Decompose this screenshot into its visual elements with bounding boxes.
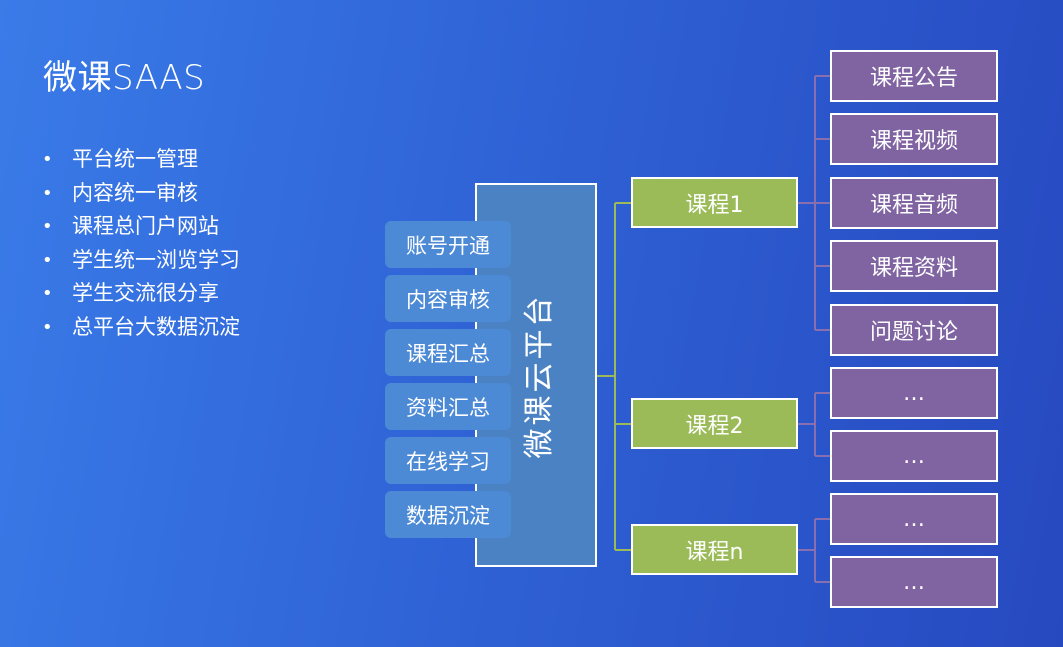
module-box-announcement: 课程公告 (830, 50, 998, 102)
module-box-ellipsis: … (830, 367, 998, 419)
course-box-n: 课程n (631, 524, 798, 575)
feature-box-review: 内容审核 (385, 275, 511, 322)
feature-box-account: 账号开通 (385, 221, 511, 268)
bullet-item: 平台统一管理 (42, 143, 240, 177)
page-title: 微课SAAS (43, 58, 206, 98)
course-box-2: 课程2 (631, 398, 798, 449)
module-box-audio: 课程音频 (830, 177, 998, 229)
module-box-video: 课程视频 (830, 113, 998, 165)
bullet-item: 课程总门户网站 (42, 210, 240, 244)
module-box-ellipsis: … (830, 493, 998, 545)
feature-bullet-list: 平台统一管理 内容统一审核 课程总门户网站 学生统一浏览学习 学生交流很分享 总… (42, 143, 240, 345)
feature-box-online-learning: 在线学习 (385, 437, 511, 484)
bullet-item: 总平台大数据沉淀 (42, 311, 240, 345)
course-connectors (597, 202, 631, 551)
bullet-item: 学生交流很分享 (42, 277, 240, 311)
module-box-discussion: 问题讨论 (830, 304, 998, 356)
course-box-1: 课程1 (631, 177, 798, 228)
feature-box-material-summary: 资料汇总 (385, 383, 511, 430)
feature-box-data: 数据沉淀 (385, 491, 511, 538)
platform-label: 微课云平台 (522, 293, 557, 459)
bullet-item: 学生统一浏览学习 (42, 244, 240, 278)
module-connectors (798, 75, 830, 583)
feature-box-course-summary: 课程汇总 (385, 329, 511, 376)
module-box-materials: 课程资料 (830, 240, 998, 292)
module-box-ellipsis: … (830, 556, 998, 608)
bullet-item: 内容统一审核 (42, 177, 240, 211)
module-box-ellipsis: … (830, 430, 998, 482)
